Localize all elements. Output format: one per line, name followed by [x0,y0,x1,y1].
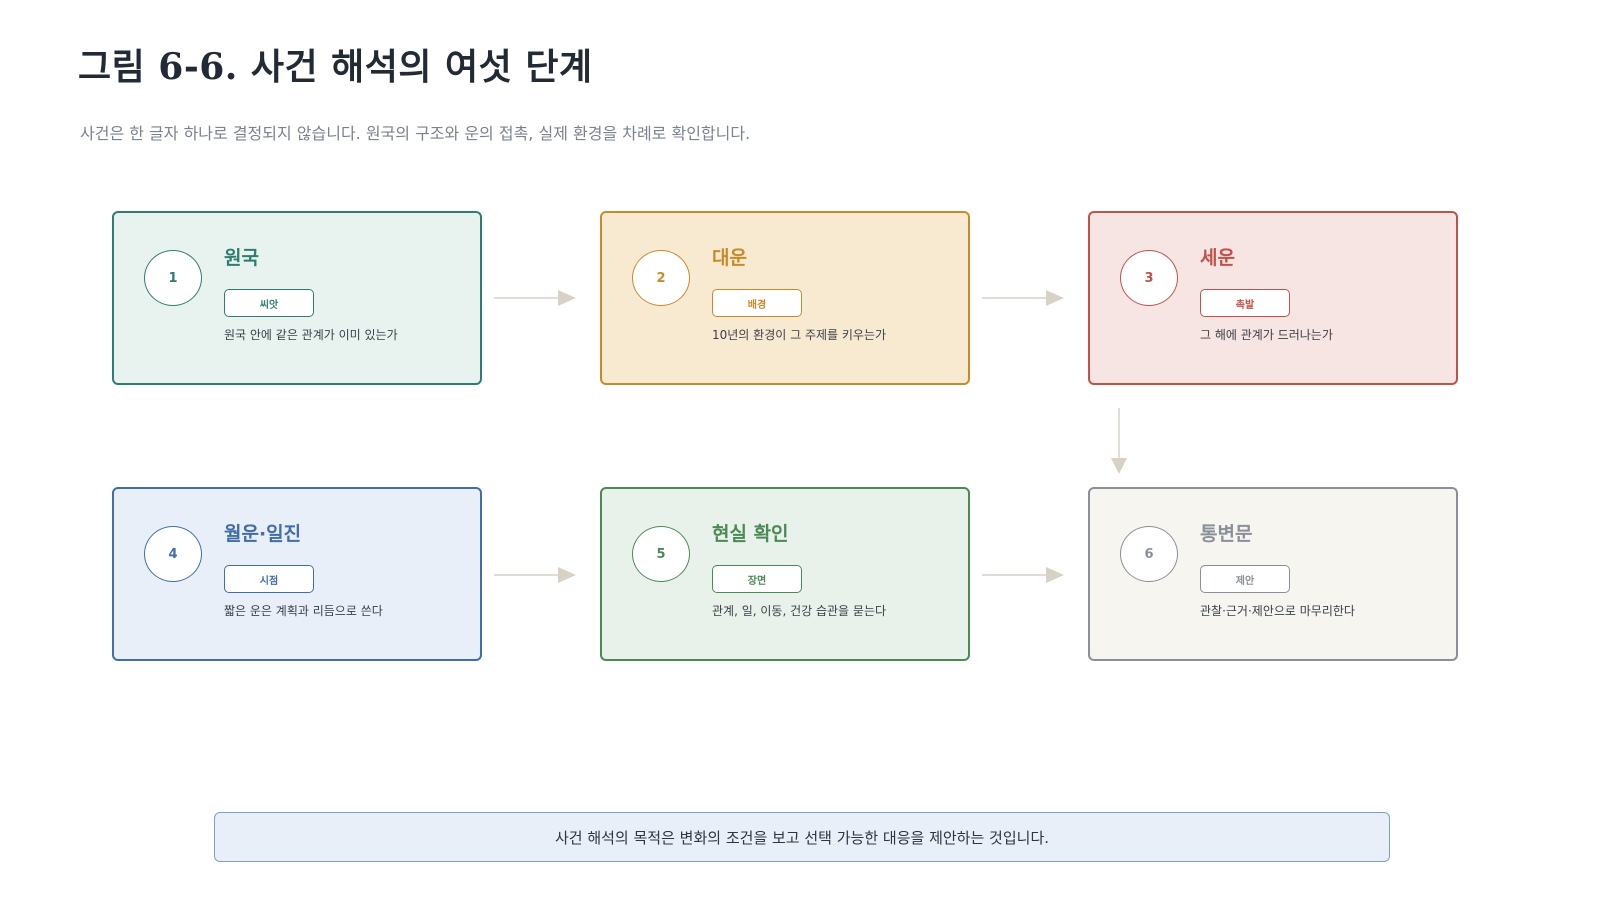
step-description: 10년의 환경이 그 주제를 키우는가 [712,328,887,342]
arrow-right-icon [982,567,1064,583]
summary-callout: 사건 해석의 목적은 변화의 조건을 보고 선택 가능한 대응을 제안하는 것입… [214,812,1390,862]
step-number-badge: 6 [1120,526,1178,582]
page-title: 그림 6-6. 사건 해석의 여섯 단계 [78,46,593,88]
step-number-badge: 4 [144,526,202,582]
step-card-6: 6 통변문 제안 관찰·근거·제안으로 마무리한다 [1088,487,1458,661]
step-description: 관계, 일, 이동, 건강 습관을 묻는다 [712,604,887,618]
step-card-3: 3 세운 촉발 그 해에 관계가 드러나는가 [1088,211,1458,385]
page-subtitle: 사건은 한 글자 하나로 결정되지 않습니다. 원국의 구조와 운의 접촉, 실… [80,124,751,143]
step-tag: 촉발 [1200,289,1290,317]
step-title: 현실 확인 [712,523,789,545]
arrow-right-icon [982,290,1064,306]
step-tag: 시점 [224,565,314,593]
step-title: 월운·일진 [224,523,302,545]
step-number-badge: 2 [632,250,690,306]
step-description: 짧은 운은 계획과 리듬으로 쓴다 [224,604,383,618]
step-description: 원국 안에 같은 관계가 이미 있는가 [224,328,398,342]
step-number-badge: 1 [144,250,202,306]
step-tag: 배경 [712,289,802,317]
step-card-1: 1 원국 씨앗 원국 안에 같은 관계가 이미 있는가 [112,211,482,385]
arrow-down-icon [1111,408,1127,474]
step-tag: 장면 [712,565,802,593]
step-tag: 씨앗 [224,289,314,317]
step-card-4: 4 월운·일진 시점 짧은 운은 계획과 리듬으로 쓴다 [112,487,482,661]
step-number-badge: 5 [632,526,690,582]
step-title: 원국 [224,247,259,269]
step-number-badge: 3 [1120,250,1178,306]
step-description: 관찰·근거·제안으로 마무리한다 [1200,604,1355,618]
step-description: 그 해에 관계가 드러나는가 [1200,328,1333,342]
step-title: 대운 [712,247,747,269]
step-card-2: 2 대운 배경 10년의 환경이 그 주제를 키우는가 [600,211,970,385]
step-tag: 제안 [1200,565,1290,593]
step-title: 세운 [1200,247,1235,269]
step-title: 통변문 [1200,523,1253,545]
step-card-5: 5 현실 확인 장면 관계, 일, 이동, 건강 습관을 묻는다 [600,487,970,661]
arrow-right-icon [494,567,576,583]
arrow-right-icon [494,290,576,306]
